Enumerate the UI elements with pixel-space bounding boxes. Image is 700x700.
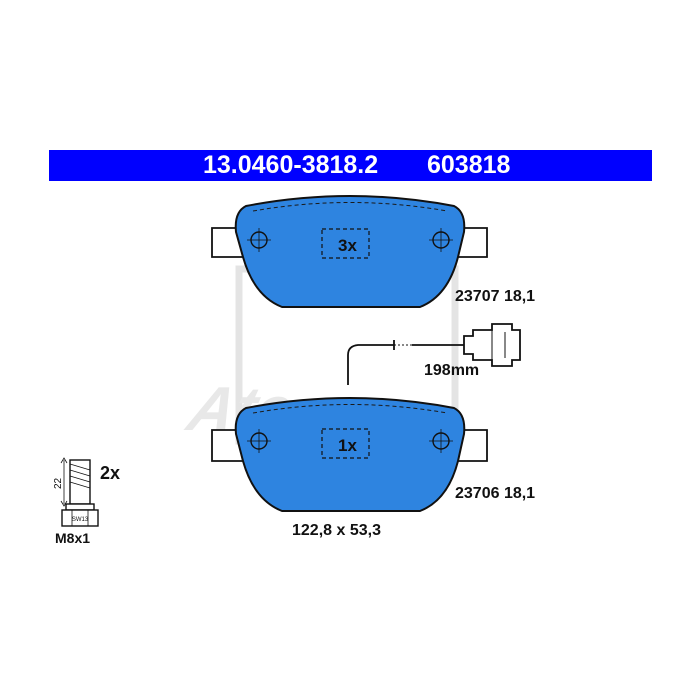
- sensor-length: 198mm: [424, 362, 480, 379]
- mount-hole-left-top: [247, 228, 271, 252]
- pad-inner-line-bottom: [252, 404, 448, 414]
- mount-hole-right-bottom: [429, 429, 453, 453]
- quantity-box-top: [321, 228, 370, 259]
- quantity-bottom: 1x: [338, 436, 357, 455]
- mount-hole-right-top: [429, 228, 453, 252]
- bolt-drawing: SW13 22: [53, 457, 99, 527]
- pad-outline-top: [234, 195, 466, 308]
- spec-bottom-pad: 23706 18,1: [455, 485, 536, 502]
- bolt-wrench-size: SW13: [72, 517, 89, 523]
- mount-hole-left-bottom: [247, 429, 271, 453]
- pad-inner-line-top: [252, 202, 448, 212]
- brake-pad-bottom: 1x: [211, 397, 488, 512]
- wear-sensor: [347, 323, 521, 385]
- brake-pad-top: 3x: [211, 195, 488, 308]
- pad-outline-bottom: [234, 397, 466, 512]
- bolt-length: 22: [53, 477, 64, 489]
- quantity-box-bottom: [321, 428, 370, 459]
- quantity-top: 3x: [338, 236, 357, 255]
- bolt-thread: M8x1: [55, 530, 91, 546]
- bolt-collar: [65, 503, 95, 511]
- header-bar: 13.0460-3818.2 603818: [49, 150, 652, 181]
- spec-top-pad: 23707 18,1: [455, 288, 536, 305]
- backing-plate-bottom: [211, 429, 488, 462]
- part-number: 13.0460-3818.2: [203, 151, 379, 179]
- backing-plate-top: [211, 227, 488, 258]
- short-number: 603818: [427, 151, 511, 179]
- pad-dimensions: 122,8 x 53,3: [292, 522, 381, 539]
- bolt-head: [61, 509, 99, 527]
- bolt-quantity: 2x: [100, 463, 121, 483]
